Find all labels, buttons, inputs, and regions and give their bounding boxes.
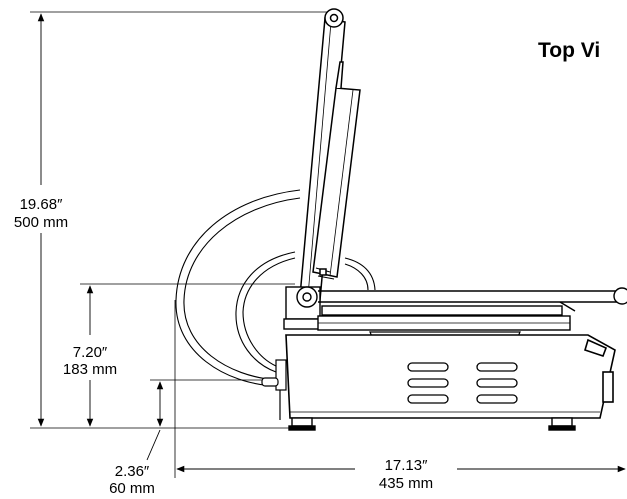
depth-mm: 435 mm xyxy=(379,475,433,492)
view-title: Top Vi xyxy=(538,39,600,62)
hinge xyxy=(283,286,325,330)
body-height-inches: 7.20″ xyxy=(73,344,108,361)
vent-slots xyxy=(407,362,518,404)
upper-platen xyxy=(317,305,571,331)
handle-bar xyxy=(318,287,627,312)
overall-height-mm: 500 mm xyxy=(14,214,68,231)
depth-inches: 17.13″ xyxy=(385,457,429,474)
foot-height-dimension xyxy=(146,381,164,461)
cord-plug xyxy=(261,359,287,420)
foot-height-mm: 60 mm xyxy=(109,480,155,497)
extension-lines xyxy=(30,11,330,478)
feet xyxy=(288,417,576,431)
body-height-mm: 183 mm xyxy=(63,361,117,378)
foot-height-inches: 2.36″ xyxy=(115,463,150,480)
base-cabinet xyxy=(285,334,616,419)
grill-drawing xyxy=(175,8,627,431)
lid-plate xyxy=(312,61,361,280)
overall-height-inches: 19.68″ xyxy=(20,196,64,213)
power-cord xyxy=(175,189,376,387)
